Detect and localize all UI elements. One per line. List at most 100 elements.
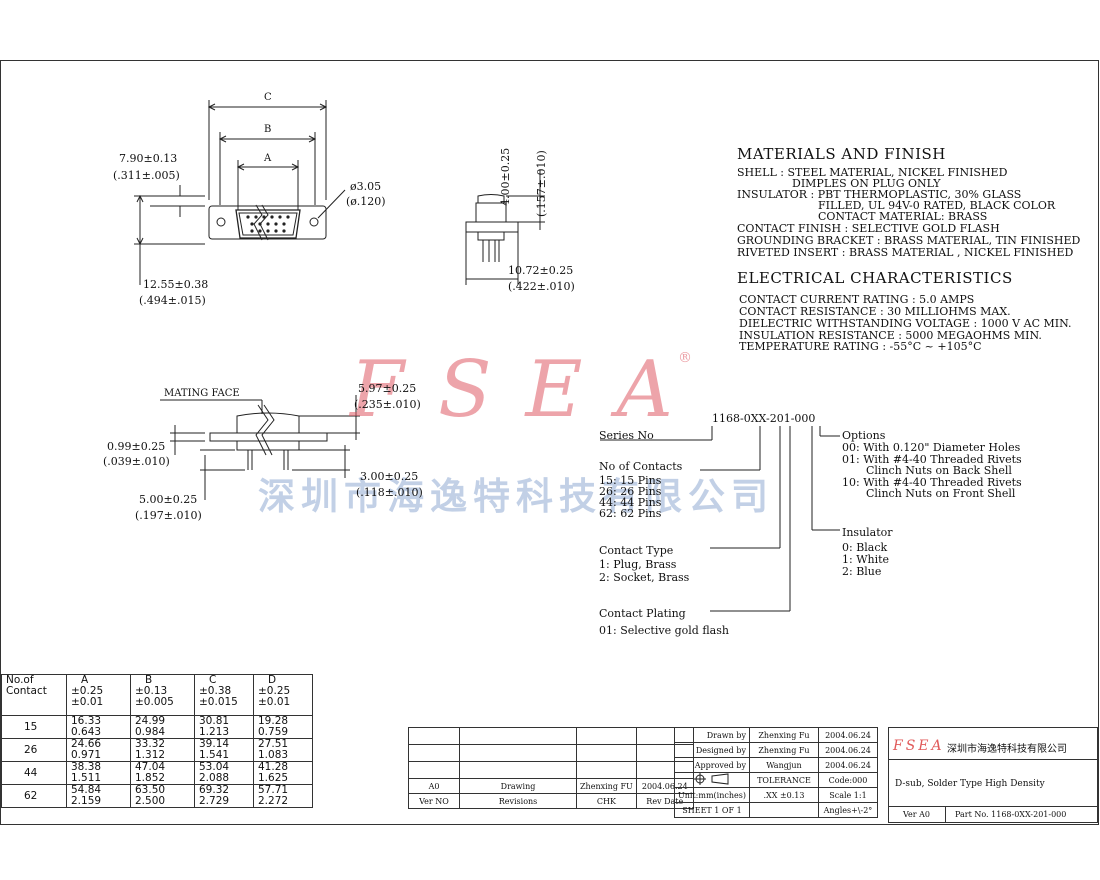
company-name: 深圳市海逸特科技有限公司 xyxy=(947,744,1067,755)
electrical-title: ELECTRICAL CHARACTERISTICS xyxy=(737,269,1013,287)
designed-name: Zhenxing Fu xyxy=(748,742,819,758)
contacts-item: 62: 62 Pins xyxy=(599,507,662,520)
electrical-line: CONTACT RESISTANCE : 30 MILLIOHMS MAX. xyxy=(739,305,1011,318)
designed-label: Designed by xyxy=(674,742,750,758)
company-block: FSEA 深圳市海逸特科技有限公司 D-sub, Solder Type Hig… xyxy=(888,727,1098,823)
table-header-cell: A±0.25±0.01 xyxy=(66,674,131,716)
dim-118: (.118±.010) xyxy=(356,486,423,499)
rev-header-chk: CHK xyxy=(576,793,637,809)
materials-line: RIVETED INSERT : BRASS MATERIAL , NICKEL… xyxy=(737,246,1074,259)
sheet-label: SHEET 1 OF 1 xyxy=(674,802,750,818)
materials-line: CONTACT FINISH : SELECTIVE GOLD FLASH xyxy=(737,222,1000,235)
table-cell: 26 xyxy=(1,738,67,762)
mating-face-label: MATING FACE xyxy=(164,388,240,399)
projection-icon xyxy=(693,773,729,785)
divider xyxy=(945,807,946,822)
revision-row: A0 Drawing Zhenxing FU 2004.06.24 xyxy=(408,778,694,794)
materials-line: GROUNDING BRACKET : BRASS MATERIAL, TIN … xyxy=(737,234,1081,247)
contact-type-title: Contact Type xyxy=(599,544,674,557)
table-header-cell: C±0.38±0.015 xyxy=(194,674,254,716)
options-item: 10: With #4-40 Threaded Rivets xyxy=(842,476,1022,489)
contact-type-item: 1: Plug, Brass xyxy=(599,558,677,571)
rev-ver: A0 xyxy=(408,778,460,794)
dim-500: 5.00±0.25 xyxy=(139,493,198,506)
rev-by: Zhenxing FU xyxy=(576,778,637,794)
tolerance-value: .XX ±0.13 xyxy=(748,787,819,803)
contacts-item: 15: 15 Pins xyxy=(599,474,662,487)
series-label: Series No xyxy=(599,429,654,442)
dim-597: 5.97±0.25 xyxy=(358,382,417,395)
part-code: 1168-0XX-201-000 xyxy=(712,412,816,425)
insulator-title: Insulator xyxy=(842,526,893,539)
company-logo: FSEA xyxy=(893,738,945,754)
watermark-company: 深圳市海逸特科技有限公司 xyxy=(258,474,774,518)
dim-099: 0.99±0.25 xyxy=(107,440,166,453)
electrical-line: TEMPERATURE RATING : -55°C ~ +105°C xyxy=(739,340,982,353)
rev-header-verno: Ver NO xyxy=(408,793,460,809)
options-item: 00: With 0.120" Diameter Holes xyxy=(842,441,1021,454)
options-title: Options xyxy=(842,429,886,442)
materials-line: CONTACT MATERIAL: BRASS xyxy=(818,210,988,223)
contact-type-item: 2: Socket, Brass xyxy=(599,571,690,584)
tolerance-label: TOLERANCE xyxy=(748,772,819,788)
materials-line: SHELL : STEEL MATERIAL, NICKEL FINISHED xyxy=(737,166,1008,179)
electrical-line: INSULATION RESISTANCE : 5000 MEGAOHMS MI… xyxy=(739,329,1042,342)
contacts-item: 44: 44 Pins xyxy=(599,496,662,509)
drawn-date: 2004.06.24 xyxy=(817,727,878,743)
scale-label: Scale 1:1 xyxy=(817,787,878,803)
options-item: Clinch Nuts on Front Shell xyxy=(866,487,1016,500)
dim-235: (.235±.010) xyxy=(354,398,421,411)
contacts-title: No of Contacts xyxy=(599,460,683,473)
insulator-item: 1: White xyxy=(842,553,890,566)
dim-305: ø3.05 xyxy=(350,180,382,193)
table-cell: 15 xyxy=(1,715,67,739)
table-header-cell: B±0.13±0.005 xyxy=(130,674,195,716)
company-header: FSEA 深圳市海逸特科技有限公司 xyxy=(889,728,1098,760)
revision-block: A0 Drawing Zhenxing FU 2004.06.24 Ver NO… xyxy=(408,727,694,809)
dim-label-b: B xyxy=(264,124,272,135)
drawn-label: Drawn by xyxy=(674,727,750,743)
electrical-line: DIELECTRIC WITHSTANDING VOLTAGE : 1000 V… xyxy=(739,317,1072,330)
materials-line: INSULATOR : PBT THERMOPLASTIC, 30% GLASS xyxy=(737,188,1022,201)
plating-item: 01: Selective gold flash xyxy=(599,624,729,637)
drawn-name: Zhenxing Fu xyxy=(748,727,819,743)
dim-311: (.311±.005) xyxy=(113,169,180,182)
approval-block: Drawn by Zhenxing Fu 2004.06.24 Designed… xyxy=(674,727,878,818)
dim-422: (.422±.010) xyxy=(508,280,575,293)
watermark-logo: FSEA xyxy=(350,345,707,435)
rev-desc: Drawing xyxy=(459,778,577,794)
options-item: Clinch Nuts on Back Shell xyxy=(866,464,1012,477)
table-header-cell: D±0.25±0.01 xyxy=(253,674,313,716)
part-info-row: Ver A0 Part No. 1168-0XX-201-000 xyxy=(889,806,1098,822)
insulator-item: 2: Blue xyxy=(842,565,882,578)
part-no-label: Part No. 1168-0XX-201-000 xyxy=(955,810,1067,819)
revision-header-row: Ver NO Revisions CHK Rev Date xyxy=(408,793,694,809)
designed-date: 2004.06.24 xyxy=(817,742,878,758)
dim-494: (.494±.015) xyxy=(139,294,206,307)
materials-line: FILLED, UL 94V-0 RATED, BLACK COLOR xyxy=(818,199,1056,212)
units-label: Unit:mm(inches) xyxy=(674,787,750,803)
angles-label: Angles+\-2° xyxy=(817,802,878,818)
approved-date: 2004.06.24 xyxy=(817,757,878,773)
dim-label-c: C xyxy=(264,92,272,103)
materials-line: DIMPLES ON PLUG ONLY xyxy=(792,177,941,190)
table-cell: 44 xyxy=(1,761,67,785)
